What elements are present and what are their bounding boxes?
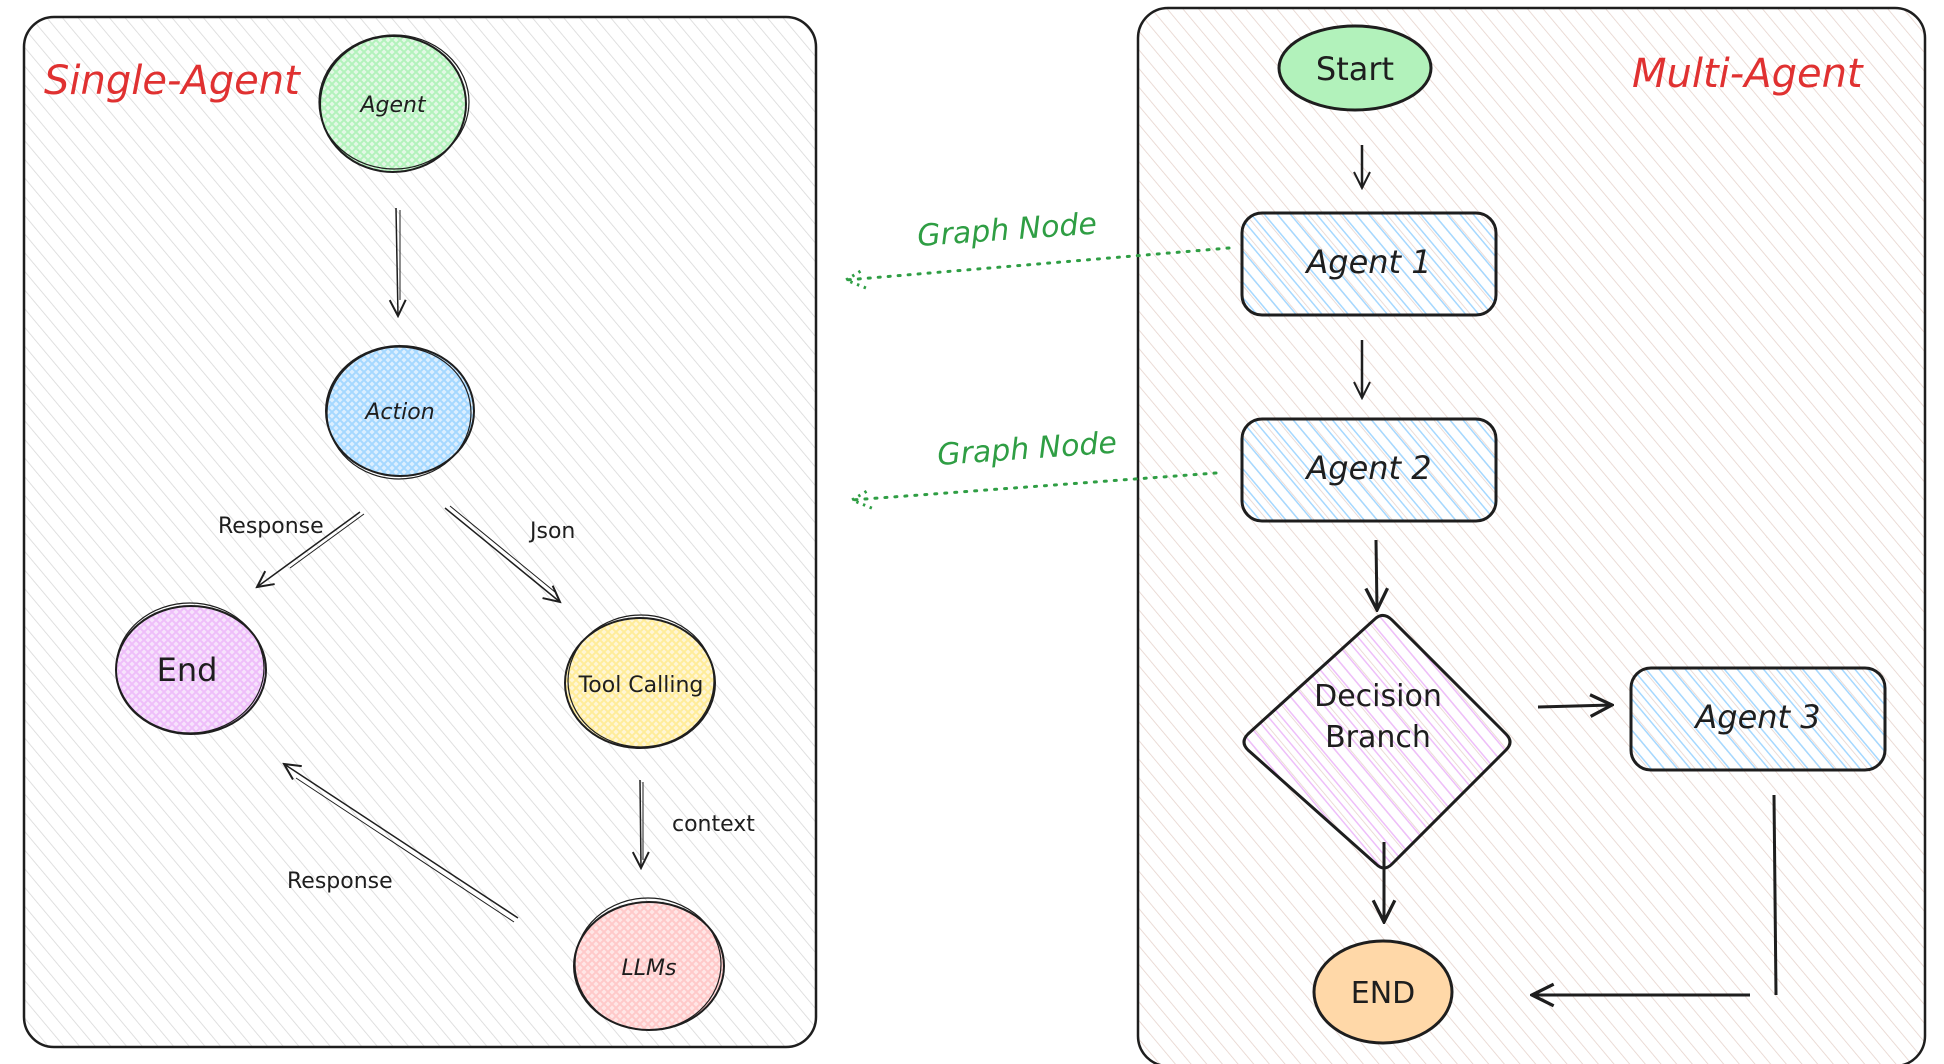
edge-action-to-tool-sketch — [449, 505, 556, 593]
node-agent[interactable]: Agent — [318, 34, 470, 173]
multi-agent-title: Multi-Agent — [1632, 51, 1864, 97]
edge-agent2-to-decision — [1376, 539, 1377, 610]
node-agent-3[interactable]: Agent 3 — [1629, 666, 1887, 772]
single-agent-title: Single-Agent — [44, 58, 301, 104]
node-agent-2[interactable]: Agent 2 — [1240, 417, 1498, 523]
node-llms-label: LLMs — [622, 956, 677, 981]
node-start[interactable]: Start — [1277, 24, 1433, 112]
node-decision-line2: Branch — [1325, 720, 1431, 755]
single-agent-frame — [22, 15, 818, 1049]
multi-agent-panel — [1136, 6, 1927, 1064]
node-end[interactable]: End — [115, 602, 267, 735]
edge-tool-to-llms — [640, 779, 641, 868]
node-llms[interactable]: LLMs — [573, 897, 725, 1031]
node-tool-calling[interactable]: Tool Calling — [564, 614, 716, 749]
edge-action-to-end-sketch — [289, 513, 365, 569]
node-agent-1[interactable]: Agent 1 — [1240, 211, 1498, 317]
node-end-multi-label: END — [1351, 976, 1416, 1011]
node-agent-label: Agent — [358, 93, 426, 118]
node-end-multi[interactable]: END — [1312, 939, 1454, 1045]
node-decision-branch[interactable]: Decision Branch — [1242, 613, 1512, 870]
node-agent-3-label: Agent 3 — [1693, 698, 1820, 736]
node-action[interactable]: Action — [325, 345, 475, 480]
node-end-label: End — [157, 651, 218, 689]
node-tool-calling-label: Tool Calling — [578, 673, 704, 698]
edge-label-context: context — [672, 812, 755, 837]
link-agent2-graph-node — [852, 471, 1218, 500]
multi-agent-frame — [1136, 6, 1927, 1064]
node-decision-line1: Decision — [1314, 679, 1442, 714]
edge-decision-to-agent3 — [1537, 705, 1612, 707]
edge-action-to-end — [257, 511, 361, 587]
link-agent1-graph-node — [846, 246, 1231, 280]
edge-llms-to-end — [284, 764, 519, 919]
edge-label-response-2: Response — [287, 869, 393, 894]
edge-label-response-1: Response — [218, 514, 324, 539]
node-action-label: Action — [363, 400, 434, 425]
edge-agent3-down — [1772, 794, 1778, 996]
edge-label-json: Json — [528, 519, 575, 544]
node-start-label: Start — [1316, 50, 1394, 88]
node-agent-2-label: Agent 2 — [1304, 449, 1431, 487]
graph-node-label-1: Graph Node — [916, 207, 1098, 254]
edge-llms-to-end-sketch — [295, 777, 515, 923]
node-agent-1-label: Agent 1 — [1304, 243, 1431, 281]
graph-node-label-2: Graph Node — [936, 426, 1118, 473]
single-agent-panel — [22, 15, 818, 1049]
edge-action-to-tool — [444, 507, 560, 602]
edge-agent-to-action — [396, 207, 398, 316]
